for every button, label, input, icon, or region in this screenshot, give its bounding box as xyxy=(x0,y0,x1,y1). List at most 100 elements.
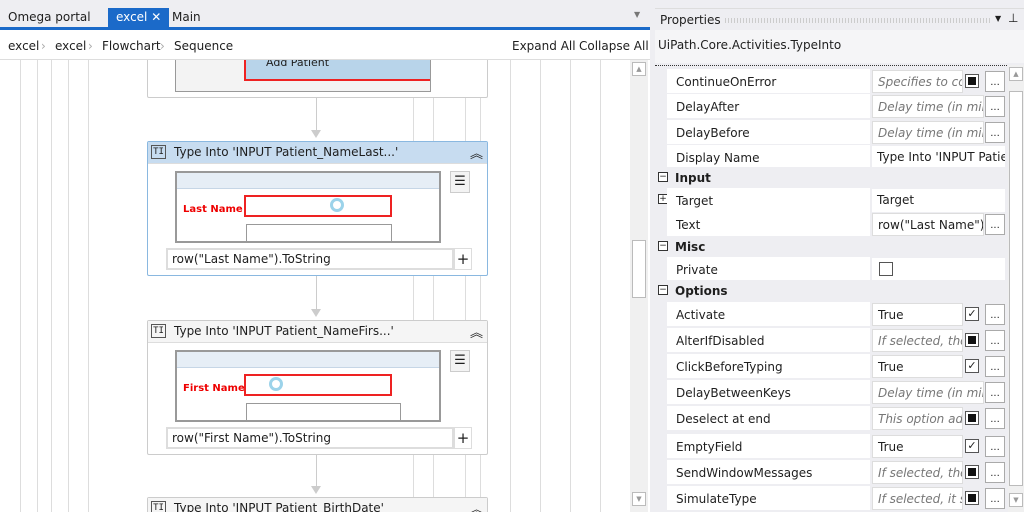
property-name: EmptyField xyxy=(667,434,870,458)
tab-omega-portal[interactable]: Omega portal xyxy=(0,8,99,27)
property-value-input[interactable]: Specifies to con xyxy=(872,70,963,93)
properties-scrollbar[interactable]: ▲ ▼ xyxy=(1008,65,1024,512)
property-value-input[interactable]: If selected, it sir xyxy=(872,487,963,510)
dropdown-icon[interactable]: ▼ xyxy=(995,14,1002,23)
ellipsis-button[interactable]: ... xyxy=(985,304,1005,325)
text-expression-input[interactable]: row("Last Name").ToString xyxy=(166,248,454,270)
screenshot-thumbnail: Last Name xyxy=(175,171,441,243)
collapse-icon[interactable]: − xyxy=(658,241,668,251)
collapse-icon[interactable]: ︽ xyxy=(469,326,483,341)
field-label: Last Name xyxy=(183,204,243,215)
breadcrumb-item[interactable]: excel xyxy=(55,39,87,53)
category-input[interactable]: −Input xyxy=(655,167,1007,189)
checkbox-indeterminate[interactable] xyxy=(965,411,979,425)
ellipsis-button[interactable]: ... xyxy=(985,96,1005,117)
property-name: SendWindowMessages xyxy=(667,460,870,484)
ellipsis-button[interactable]: ... xyxy=(985,408,1005,429)
property-value-input[interactable]: Delay time (in milli xyxy=(872,381,984,404)
property-value-input[interactable]: True xyxy=(872,435,963,458)
property-value-input[interactable]: This option adc xyxy=(872,407,963,430)
tab-overflow-icon[interactable]: ▼ xyxy=(634,10,641,19)
property-name: SimulateType xyxy=(667,486,870,510)
ellipsis-button[interactable]: ... xyxy=(985,488,1005,509)
property-value-input[interactable]: If selected, the : xyxy=(872,329,963,352)
tab-label: Main xyxy=(172,10,201,24)
activity-title: Type Into 'INPUT Patient_NameFirs...' xyxy=(174,324,394,338)
collapse-icon[interactable]: ︽ xyxy=(469,147,483,162)
property-value-input[interactable]: Target xyxy=(872,189,1005,212)
panel-title: Properties xyxy=(660,13,721,27)
collapse-icon[interactable]: − xyxy=(658,285,668,295)
activity-card-add-patient[interactable]: Add Patient xyxy=(147,60,488,98)
breadcrumb-item[interactable]: Flowchart xyxy=(102,39,161,53)
close-icon[interactable]: ✕ xyxy=(151,10,162,24)
collapse-icon[interactable]: ︽ xyxy=(469,503,483,512)
scroll-down-icon[interactable]: ▼ xyxy=(1009,493,1023,507)
ellipsis-button[interactable]: ... xyxy=(985,382,1005,403)
activity-title: Type Into 'INPUT Patient_NameLast...' xyxy=(174,145,399,159)
scroll-up-icon[interactable]: ▲ xyxy=(632,62,646,76)
checkbox-checked[interactable]: ✓ xyxy=(965,307,979,321)
checkbox-indeterminate[interactable] xyxy=(965,491,979,505)
property-value-input[interactable]: If selected, the i xyxy=(872,461,963,484)
ellipsis-button[interactable]: ... xyxy=(985,71,1005,92)
add-patient-button-image: Add Patient xyxy=(244,60,430,81)
category-label: Options xyxy=(675,284,728,298)
ellipsis-button[interactable]: ... xyxy=(985,122,1005,143)
property-name: Target xyxy=(667,188,870,212)
plus-icon[interactable]: + xyxy=(454,427,472,449)
checkbox-indeterminate[interactable] xyxy=(965,465,979,479)
screenshot-thumbnail: Add Patient xyxy=(175,60,431,92)
private-checkbox[interactable] xyxy=(879,262,893,276)
property-value-input[interactable]: Type Into 'INPUT Patien xyxy=(872,146,1005,169)
property-value-input[interactable]: True xyxy=(872,303,963,326)
breadcrumb-item[interactable]: excel xyxy=(8,39,40,53)
breadcrumb-item[interactable]: Sequence xyxy=(174,39,234,53)
canvas-scrollbar[interactable]: ▲ ▼ xyxy=(630,60,648,512)
property-name: Text xyxy=(667,212,870,236)
hamburger-menu-icon[interactable]: ☰ xyxy=(450,171,470,193)
pin-icon[interactable]: ⊥ xyxy=(1008,11,1019,25)
category-label: Misc xyxy=(675,240,706,254)
property-value-input[interactable]: True xyxy=(872,355,963,378)
property-name: ClickBeforeTyping xyxy=(667,354,870,378)
checkbox-checked[interactable]: ✓ xyxy=(965,359,979,373)
property-value-input[interactable]: Delay time (in milli xyxy=(872,121,984,144)
category-misc[interactable]: −Misc xyxy=(655,236,1007,258)
text-expression-input[interactable]: row("First Name").ToString xyxy=(166,427,454,449)
hamburger-menu-icon[interactable]: ☰ xyxy=(450,350,470,372)
ellipsis-button[interactable]: ... xyxy=(985,462,1005,483)
collapse-all-button[interactable]: Collapse All xyxy=(579,39,649,53)
plus-icon[interactable]: + xyxy=(454,248,472,270)
scroll-down-icon[interactable]: ▼ xyxy=(632,492,646,506)
ellipsis-button[interactable]: ... xyxy=(985,214,1005,235)
ellipsis-button[interactable]: ... xyxy=(985,330,1005,351)
tab-excel[interactable]: excel ✕ xyxy=(108,8,170,30)
scrollbar-thumb[interactable] xyxy=(1009,91,1023,486)
ellipsis-button[interactable]: ... xyxy=(985,436,1005,457)
checkbox-indeterminate[interactable] xyxy=(965,74,979,88)
collapse-icon[interactable]: − xyxy=(658,172,668,182)
tab-main[interactable]: Main xyxy=(164,8,209,27)
scroll-up-icon[interactable]: ▲ xyxy=(1009,67,1023,81)
checkbox-indeterminate[interactable] xyxy=(965,333,979,347)
category-options[interactable]: −Options xyxy=(655,280,1007,302)
ellipsis-button[interactable]: ... xyxy=(985,356,1005,377)
expand-all-button[interactable]: Expand All xyxy=(512,39,576,53)
property-value-input[interactable]: Delay time (in milli xyxy=(872,95,984,118)
field-label: First Name xyxy=(183,383,245,394)
checkbox-checked[interactable]: ✓ xyxy=(965,439,979,453)
property-name: AlterIfDisabled xyxy=(667,328,870,352)
scrollbar-thumb[interactable] xyxy=(632,240,646,298)
property-value-input[interactable]: row("Last Name").1 xyxy=(872,213,984,236)
